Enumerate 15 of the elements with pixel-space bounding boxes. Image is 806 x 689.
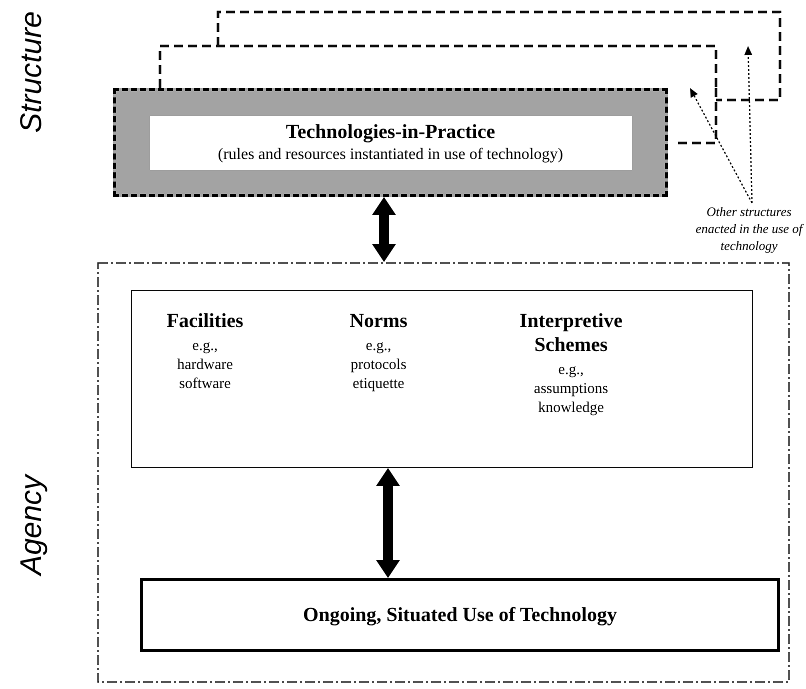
structure-box <box>113 88 668 197</box>
example-list: e.g., protocols etiquette <box>350 337 406 394</box>
column-heading: Norms <box>350 309 408 333</box>
annotation-text: Other structures enacted in the use of technology <box>694 203 805 254</box>
column-heading: Interpretive Schemes <box>518 309 624 357</box>
example-list: e.g., hardware software <box>177 337 233 394</box>
side-label: Agency <box>17 474 47 576</box>
side-label: Structure <box>17 11 47 133</box>
resources-box <box>131 290 753 468</box>
box-subtitle: (rules and resources instantiated in use of technology) <box>218 145 564 165</box>
box-title: Ongoing, Situated Use of Technology <box>303 603 617 628</box>
box-title: Technologies-in-Practice <box>286 120 496 145</box>
column-heading: Facilities <box>166 309 244 333</box>
example-list: e.g., assumptions knowledge <box>534 361 608 418</box>
process-box <box>140 578 780 652</box>
